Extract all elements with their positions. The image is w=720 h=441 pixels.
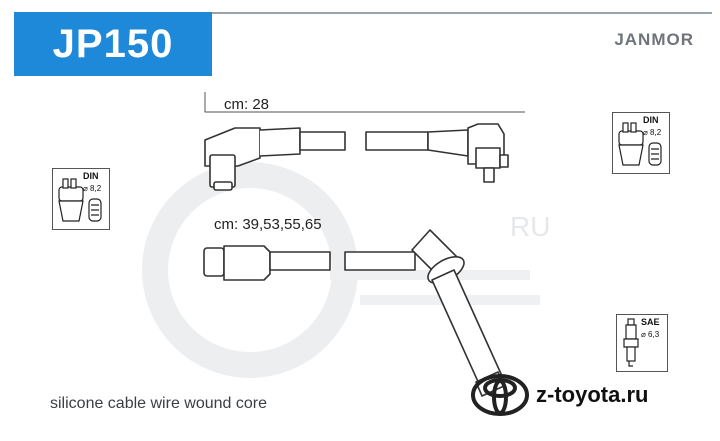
top-cable-right-boot	[427, 123, 509, 183]
din-badge-left: DIN ⌀ 8,2	[52, 168, 110, 230]
cable-1-length: cm: 28	[224, 96, 270, 113]
sae-badge-title: SAE	[641, 317, 660, 327]
top-cable-left-boot	[204, 127, 301, 191]
header-rule	[212, 12, 712, 14]
cable-2-length: cm: 39,53,55,65	[214, 216, 322, 233]
bottom-cable-left-boot	[203, 245, 331, 281]
sae-badge: SAE ⌀ 6,3	[616, 314, 668, 372]
din-badge-left-title: DIN	[83, 171, 99, 181]
distributor-cap-icon	[58, 178, 102, 222]
toyota-logo-icon	[471, 374, 529, 416]
bottom-cable-right-boot	[411, 229, 505, 397]
din-badge-right: DIN ⌀ 8,2	[612, 112, 670, 174]
din-badge-right-diameter: ⌀ 8,2	[643, 128, 662, 137]
product-description: silicone cable wire wound core	[50, 395, 267, 412]
part-code: JP150	[14, 12, 212, 76]
din-badge-right-title: DIN	[643, 115, 659, 125]
sae-badge-diameter: ⌀ 6,3	[641, 330, 660, 339]
site-url[interactable]: z-toyota.ru	[536, 382, 649, 407]
brand-name: JANMOR	[614, 30, 694, 49]
spark-plug-icon	[623, 318, 639, 367]
distributor-cap-icon	[618, 122, 662, 166]
din-badge-left-diameter: ⌀ 8,2	[83, 184, 102, 193]
top-cable-wire-left	[299, 131, 346, 151]
bottom-cable-wire	[344, 251, 416, 271]
top-cable-wire-right	[365, 131, 429, 151]
